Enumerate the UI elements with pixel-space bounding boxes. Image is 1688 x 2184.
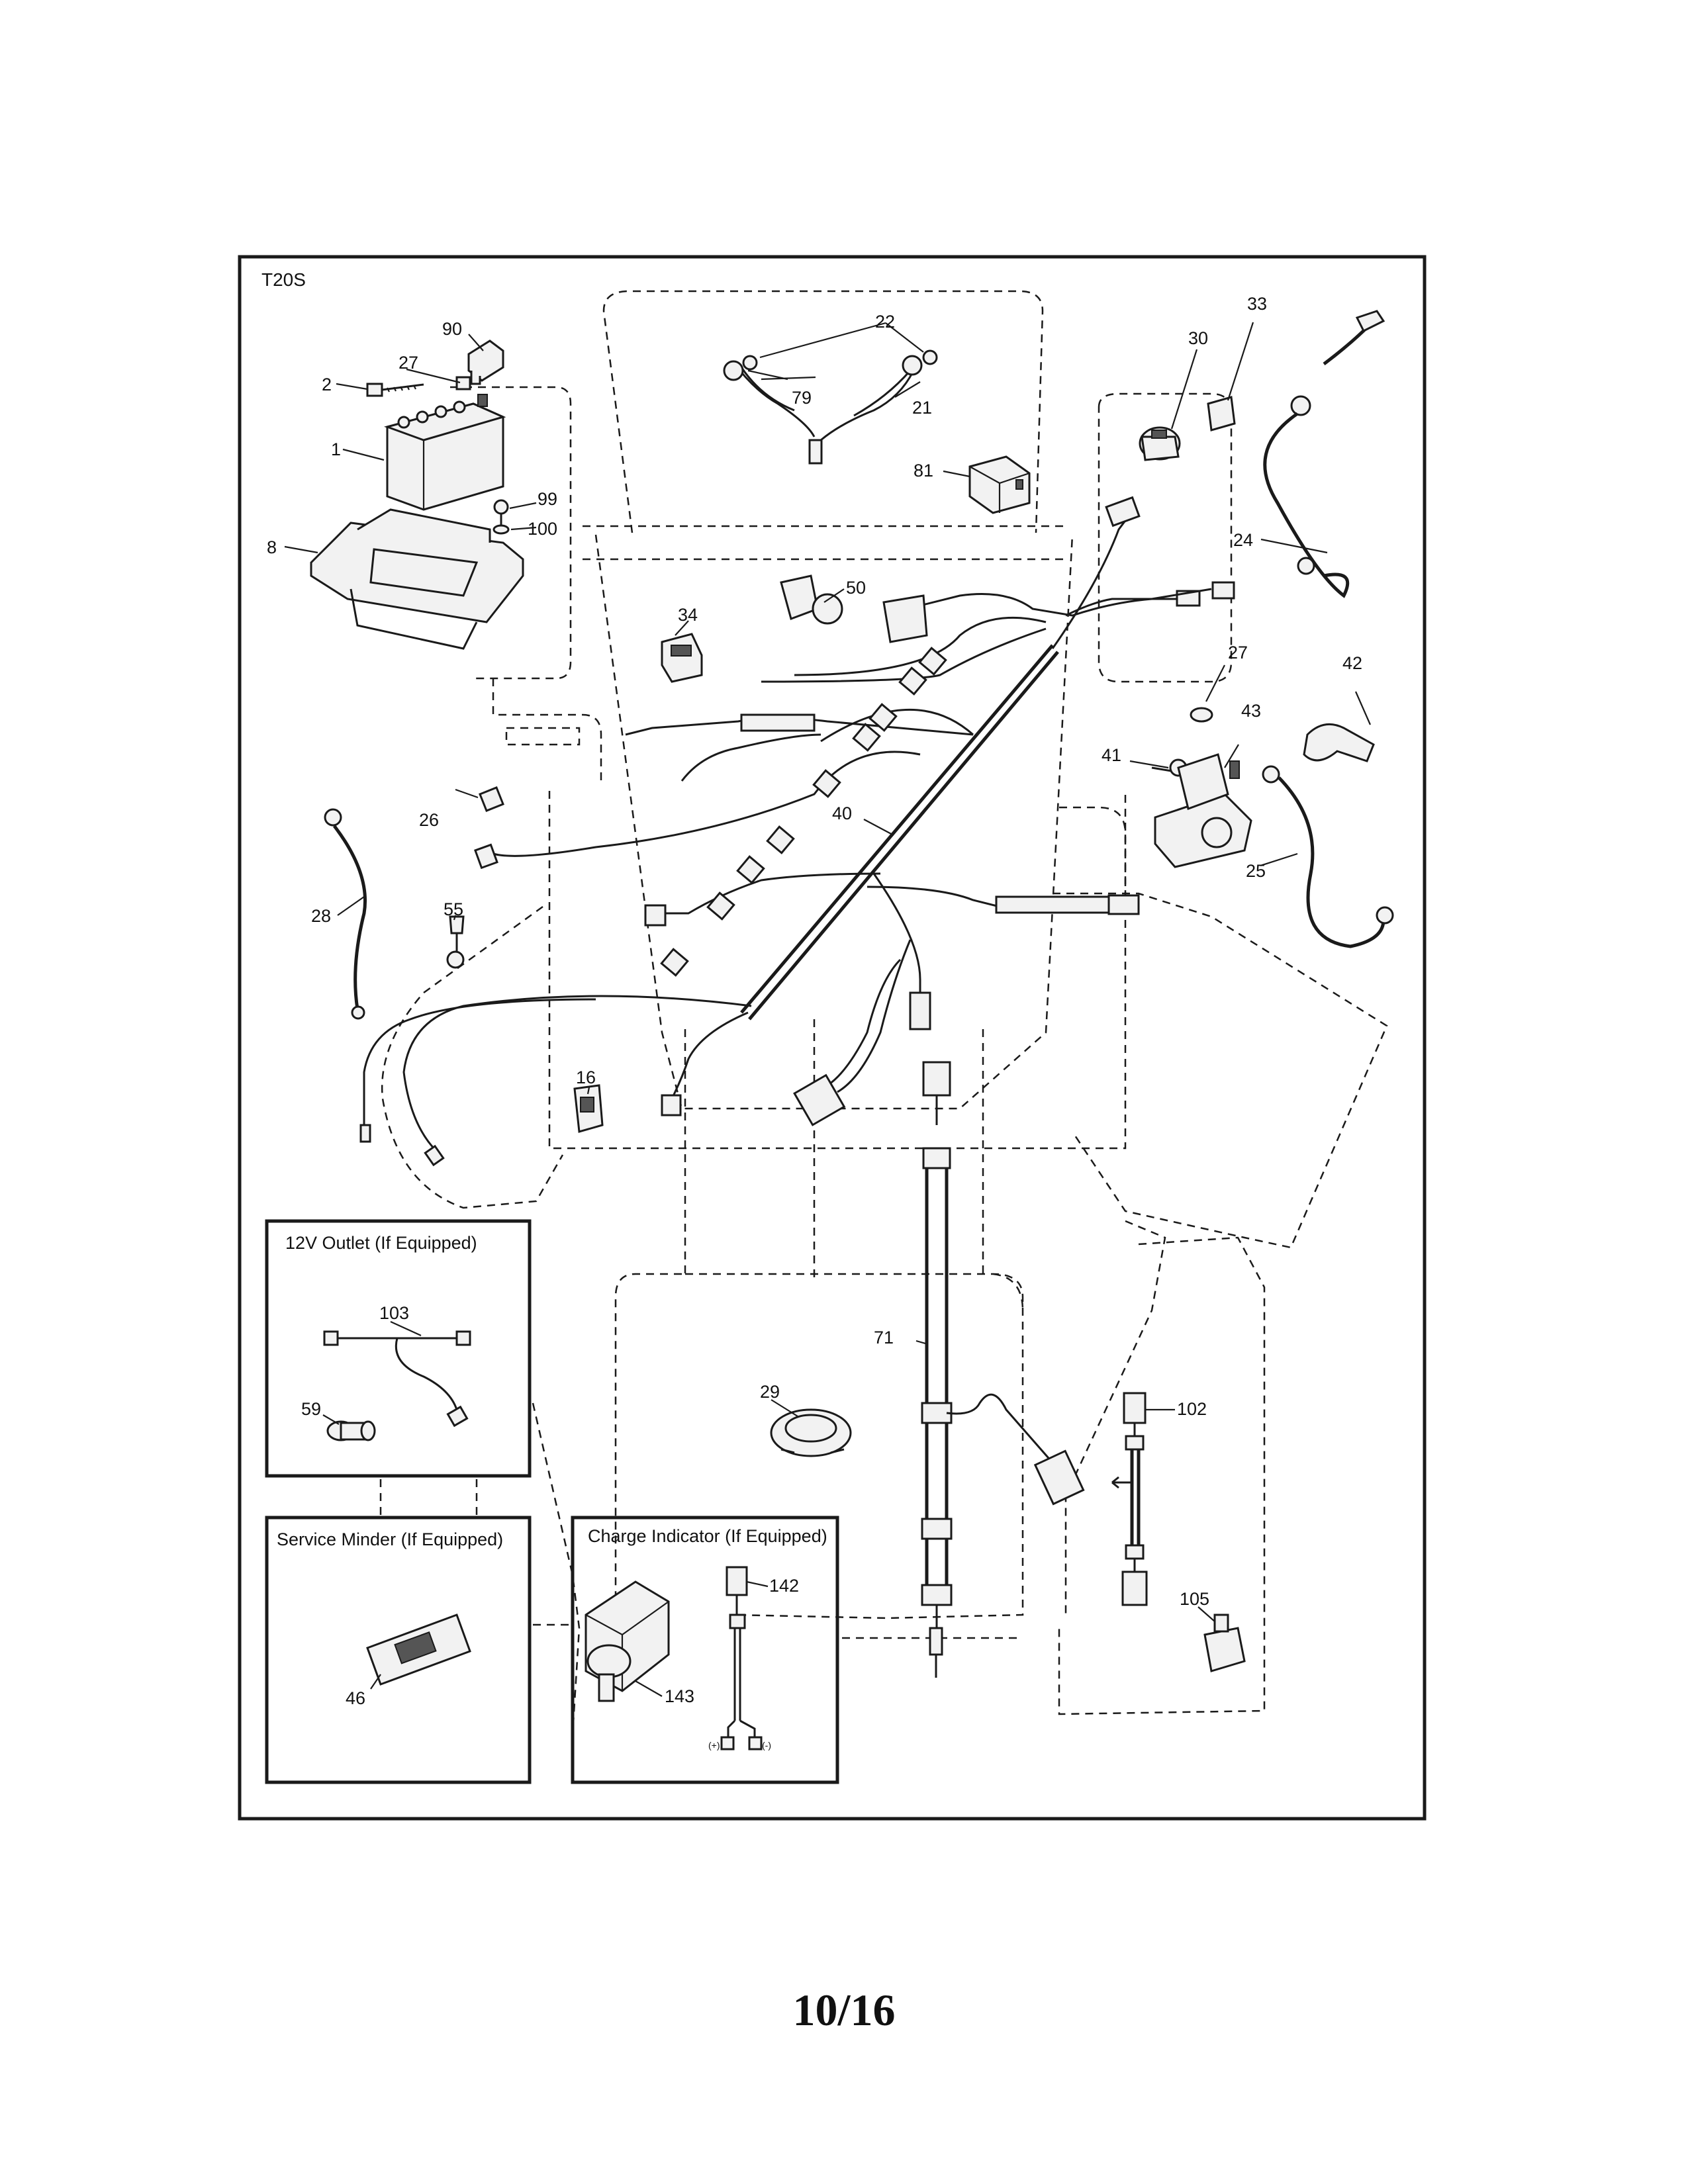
callout-100: 100 <box>528 519 557 539</box>
callout-71: 71 <box>874 1328 894 1347</box>
battery-bolt <box>366 383 424 397</box>
callout-42: 42 <box>1342 653 1362 673</box>
callout-99: 99 <box>538 489 557 509</box>
callout-26: 26 <box>419 810 439 830</box>
fuse <box>479 786 504 812</box>
tray-hold-bolt <box>492 499 510 535</box>
callout-102: 102 <box>1177 1399 1207 1419</box>
outlet-harness <box>323 1330 471 1428</box>
seat-switch <box>1203 1614 1246 1672</box>
callout-55: 55 <box>444 899 463 919</box>
callout-1: 1 <box>331 439 341 459</box>
callout-30: 30 <box>1188 328 1208 348</box>
inset-service-minder-box <box>265 1516 532 1784</box>
callout-105: 105 <box>1180 1589 1209 1609</box>
grommet <box>770 1408 852 1457</box>
ground-screw <box>446 915 465 969</box>
diagram-frame <box>238 255 1427 1821</box>
callout-8: 8 <box>267 537 277 557</box>
callout-16: 16 <box>576 1068 596 1087</box>
callout-46: 46 <box>346 1688 365 1708</box>
callout-22: 22 <box>875 312 895 332</box>
callout-leaders <box>284 322 1372 1697</box>
callout-40: 40 <box>832 803 852 823</box>
model-label: T20S <box>261 269 306 290</box>
power-outlet <box>326 1420 376 1441</box>
callout-41: 41 <box>1102 745 1121 765</box>
battery-tray <box>310 508 524 650</box>
inset-outlet-title: 12V Outlet (If Equipped) <box>285 1233 477 1253</box>
callout-21: 21 <box>912 398 932 418</box>
callout-24: 24 <box>1233 530 1253 550</box>
callout-33: 33 <box>1247 294 1267 314</box>
callout-25: 25 <box>1246 861 1266 881</box>
headlight-harness <box>723 349 938 465</box>
callout-28: 28 <box>311 906 331 926</box>
inset-charge-indicator: Charge Indicator (If Equipped) (+) (-) <box>571 1516 839 1784</box>
callout-81: 81 <box>914 461 933 480</box>
charge-indicator-gauge <box>585 1580 670 1702</box>
pto-switch <box>780 574 843 625</box>
battery <box>384 394 506 511</box>
rear-harness <box>921 1061 1085 1678</box>
ground-wire <box>324 808 367 1020</box>
main-harness <box>359 496 1235 1167</box>
callout-59: 59 <box>301 1399 321 1419</box>
relay <box>968 455 1031 514</box>
ignition-key <box>1207 396 1236 432</box>
callout-29: 29 <box>760 1382 780 1402</box>
terminal-boot <box>1303 723 1375 762</box>
charge-indicator-harness <box>720 1566 763 1751</box>
page-number: 10/16 <box>792 1985 896 2035</box>
callout-27-solenoid: 27 <box>1228 643 1248 662</box>
service-minder-display <box>366 1614 471 1686</box>
callout-79: 79 <box>792 388 812 408</box>
inset-outlet-box <box>265 1219 532 1478</box>
callout-34: 34 <box>678 605 698 625</box>
callout-labels: 1 2 8 27 90 99 100 22 79 21 81 30 33 24 … <box>267 294 1362 1708</box>
charge-plus-label: (+) <box>708 1740 720 1751</box>
inset-12v-outlet: 12V Outlet (If Equipped) <box>265 1219 532 1478</box>
battery-terminal-cover <box>467 340 504 385</box>
solenoid-nut <box>1190 707 1213 723</box>
seat-switch-harness <box>1111 1392 1148 1606</box>
ground-cable <box>1263 310 1385 598</box>
tractor-outline <box>379 290 1388 1735</box>
inset-service-minder-title: Service Minder (If Equipped) <box>277 1529 503 1549</box>
callout-142: 142 <box>769 1576 799 1596</box>
inset-charge-indicator-box <box>571 1516 839 1784</box>
callout-143: 143 <box>665 1686 694 1706</box>
switch-label <box>882 594 928 643</box>
callout-2: 2 <box>322 375 332 394</box>
callout-27-battery: 27 <box>399 353 418 373</box>
callout-43: 43 <box>1241 701 1261 721</box>
callout-50: 50 <box>846 578 866 598</box>
light-switch <box>661 633 703 683</box>
battery-nut <box>455 376 471 390</box>
positive-cable <box>1262 765 1394 948</box>
inset-service-minder: Service Minder (If Equipped) <box>265 1516 532 1784</box>
inset-charge-indicator-title: Charge Indicator (If Equipped) <box>588 1526 827 1546</box>
callout-103: 103 <box>379 1303 409 1323</box>
starter-solenoid <box>1154 753 1252 868</box>
charge-minus-label: (-) <box>762 1740 771 1751</box>
ignition-switch <box>1139 426 1181 461</box>
callout-90: 90 <box>442 319 462 339</box>
interlock-switch <box>573 1084 604 1133</box>
